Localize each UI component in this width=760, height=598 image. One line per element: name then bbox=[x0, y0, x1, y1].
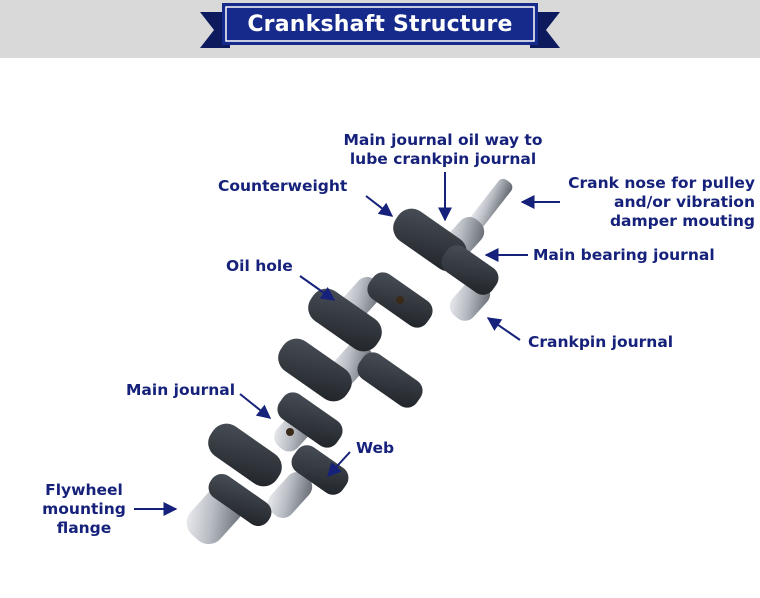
label-main-journal: Main journal bbox=[126, 381, 236, 399]
oil-hole-mark-1 bbox=[396, 296, 404, 304]
label-counterweight: Counterweight bbox=[218, 177, 348, 195]
main-journal-4 bbox=[267, 472, 313, 518]
page-title: Crankshaft Structure bbox=[247, 12, 513, 37]
label-crank-nose: Crank nose for pulley and/or vibration d… bbox=[568, 174, 755, 230]
label-oil-hole: Oil hole bbox=[226, 257, 293, 275]
arrow-oil-hole bbox=[299, 275, 336, 301]
web-6 bbox=[208, 473, 272, 527]
label-crankpin-journal: Crankpin journal bbox=[528, 333, 674, 351]
label-web: Web bbox=[356, 439, 395, 457]
web-3 bbox=[357, 352, 423, 408]
arrow-counterweight bbox=[365, 195, 394, 217]
banner-border bbox=[225, 6, 535, 42]
web-1 bbox=[441, 245, 499, 295]
arrow-web bbox=[327, 451, 351, 478]
label-oil-way: Main journal oil way to lube crankpin jo… bbox=[343, 131, 543, 168]
arrow-main-journal bbox=[239, 393, 272, 419]
web-4 bbox=[277, 392, 343, 448]
banner-body bbox=[222, 3, 538, 45]
arrow-crankpin bbox=[486, 317, 521, 341]
counterweight-2 bbox=[308, 288, 382, 352]
oil-hole-mark-2 bbox=[286, 428, 294, 436]
counterweight-4 bbox=[208, 423, 282, 487]
label-main-bearing-journal: Main bearing journal bbox=[533, 246, 715, 264]
counterweight-3 bbox=[278, 338, 352, 402]
label-flywheel-flange: Flywheel mounting flange bbox=[42, 481, 126, 537]
web-5 bbox=[291, 445, 349, 495]
title-banner bbox=[200, 3, 560, 48]
